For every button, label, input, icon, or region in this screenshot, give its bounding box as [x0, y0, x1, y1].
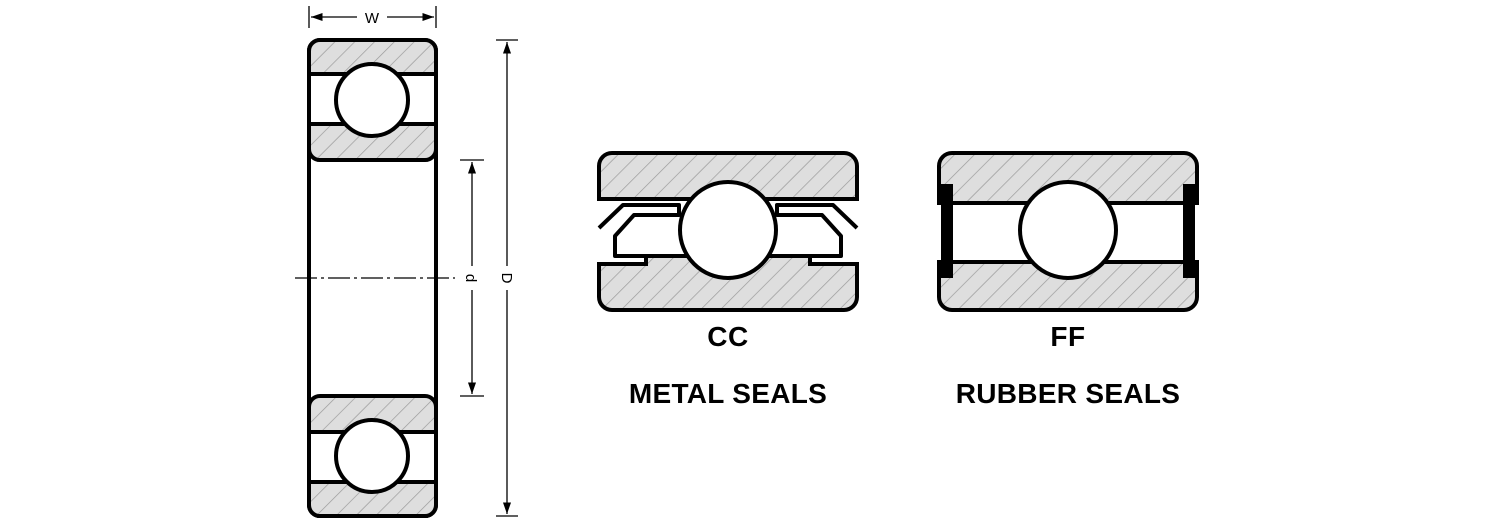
top-ring-section	[307, 38, 438, 162]
ball	[1018, 180, 1118, 280]
left-rubber-seal	[941, 184, 953, 278]
dimension-outer: D	[496, 39, 518, 517]
variant-name: METAL SEALS	[629, 378, 827, 409]
dimension-width: W	[308, 6, 437, 28]
bore-label: d	[462, 274, 479, 282]
outer-ring	[597, 151, 859, 201]
variant-code: CC	[707, 321, 748, 352]
bottom-ball	[334, 418, 410, 494]
variant-code: FF	[1050, 321, 1085, 352]
right-rubber-seal	[1183, 184, 1195, 278]
variant-ff: FF RUBBER SEALS	[937, 151, 1199, 409]
outer-label: D	[498, 273, 515, 284]
top-ball	[334, 62, 410, 138]
inner-ring	[597, 254, 859, 312]
outer-ring	[937, 151, 1199, 205]
width-label: W	[365, 10, 380, 27]
right-metal-shield	[775, 203, 859, 258]
variant-name: RUBBER SEALS	[956, 378, 1181, 409]
left-metal-shield	[597, 203, 681, 258]
variant-cc: CC METAL SEALS	[597, 151, 859, 409]
ball	[678, 180, 778, 280]
dimension-bore: d	[460, 159, 484, 397]
inner-ring	[937, 260, 1199, 312]
bearing-cross-section	[295, 38, 455, 518]
bottom-ring-section	[307, 394, 438, 518]
